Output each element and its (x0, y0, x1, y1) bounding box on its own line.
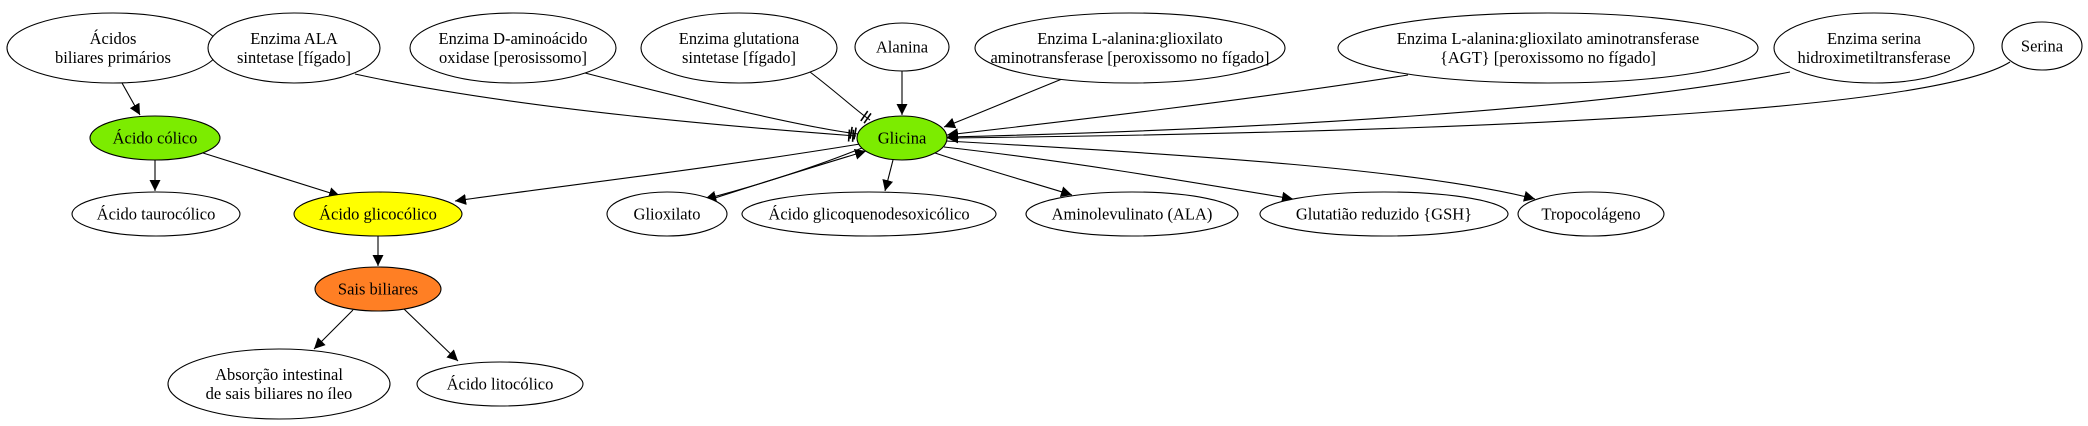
node-label: hidroximetiltransferase (1797, 48, 1950, 67)
node-label: Serina (2021, 37, 2064, 56)
edge-glicina-to-tropocolageno (945, 140, 1536, 202)
node-glutatiao-reduzido: Glutatião reduzido {GSH} (1259, 191, 1509, 237)
node-shape (974, 12, 1286, 84)
edge-enzima-serina-hidroximetiltransferase-to-glicina (946, 71, 1791, 143)
node-label: sintetase [fígado] (237, 48, 351, 67)
node-enzima-agt: Enzima L-alanina:glioxilato aminotransfe… (1337, 12, 1759, 84)
edge-serina-to-glicina (946, 61, 2011, 144)
node-shape (1517, 191, 1665, 237)
node-label: Enzima L-alanina:glioxilato (1037, 29, 1223, 48)
node-label: Enzima glutationa (679, 29, 800, 48)
edge-enzima-glutationa-sintetase-to-glicina (809, 71, 871, 121)
node-shape (314, 266, 442, 312)
node-shape (293, 191, 463, 237)
edge-acidos-biliares-primarios-to-acido-colico (121, 82, 141, 116)
node-label: Glioxilato (634, 205, 701, 224)
node-label: Aminolevulinato (ALA) (1052, 205, 1213, 224)
node-shape (409, 12, 617, 84)
node-aminolevulinato: Aminolevulinato (ALA) (1025, 191, 1239, 237)
node-shape (207, 12, 381, 84)
edge-glicina-to-aminolevulinato (934, 152, 1073, 198)
edge-sais-biliares-to-acido-litocolico (403, 308, 459, 362)
tee-marker (847, 129, 855, 142)
node-shape (1337, 12, 1759, 84)
node-label: biliares primários (55, 48, 171, 67)
edge-enzima-ala-sintetase-to-glicina (354, 73, 857, 137)
edge-acido-colico-to-acido-glicocolico (202, 152, 341, 198)
edge-enzima-d-aminoacido-oxidase-to-glicina (584, 72, 859, 135)
edge-glicina-to-glutatiao-reduzido (943, 146, 1294, 203)
node-label: aminotransferase [peroxissomo no fígado] (990, 48, 1269, 67)
node-shape (741, 191, 997, 237)
edge-enzima-agt-to-glicina (946, 74, 1409, 140)
node-shape (606, 191, 728, 237)
node-glicina: Glicina (856, 115, 948, 161)
node-shape (854, 22, 950, 72)
node-shape (89, 115, 221, 161)
node-tropocolageno: Tropocolágeno (1517, 191, 1665, 237)
node-label: oxidase [perosissomo] (439, 48, 587, 67)
node-label: Ácido glicocólico (319, 205, 437, 224)
node-shape (856, 115, 948, 161)
node-shape (71, 191, 241, 237)
tee-marker (860, 110, 872, 124)
tee-marker (849, 126, 857, 140)
node-label: Ácido taurocólico (97, 205, 216, 224)
node-shape (416, 361, 584, 407)
node-sais-biliares: Sais biliares (314, 266, 442, 312)
node-label: {AGT} [peroxissomo no fígado] (1440, 48, 1656, 67)
node-acido-litocolico: Ácido litocólico (416, 361, 584, 407)
node-shape (640, 12, 838, 84)
node-label: Glicina (878, 129, 927, 148)
node-alanina: Alanina (854, 22, 950, 72)
node-shape (167, 348, 391, 420)
node-label: Absorção intestinal (215, 365, 343, 384)
node-label: Ácido litocólico (447, 375, 554, 394)
node-label: Sais biliares (338, 280, 418, 299)
node-label: Tropocolágeno (1541, 205, 1640, 224)
node-label: Ácidos (90, 29, 137, 48)
edges-layer (121, 61, 2011, 362)
node-label: sintetase [fígado] (682, 48, 796, 67)
node-label: Enzima D-aminoácido (439, 29, 588, 48)
node-label: Glutatião reduzido {GSH} (1296, 205, 1472, 224)
node-serina: Serina (2001, 21, 2083, 71)
node-acido-glicoquenodesoxicolico: Ácido glicoquenodesoxicólico (741, 191, 997, 237)
node-acido-colico: Ácido cólico (89, 115, 221, 161)
edge-enzima-l-alanina-glioxilato-to-glicina (943, 78, 1063, 129)
node-label: Ácido glicoquenodesoxicólico (768, 205, 969, 224)
node-label: Enzima ALA (250, 29, 338, 48)
node-shape (1773, 12, 1975, 84)
node-shape (1259, 191, 1509, 237)
node-label: de sais biliares no íleo (206, 384, 353, 403)
node-glioxilato: Glioxilato (606, 191, 728, 237)
node-label: Enzima serina (1827, 29, 1922, 48)
node-label: Enzima L-alanina:glioxilato aminotransfe… (1397, 29, 1699, 48)
node-shape (2001, 21, 2083, 71)
edge-glicina-to-acido-glicoquenodesoxicolico (882, 159, 894, 192)
node-label: Alanina (876, 38, 929, 57)
edge-glicina-to-acido-glicocolico (454, 143, 861, 205)
edge-sais-biliares-to-absorcao-intestinal (313, 309, 354, 350)
node-acido-glicocolico: Ácido glicocólico (293, 191, 463, 237)
edge-glioxilato-to-glicina (711, 148, 867, 200)
node-acido-taurocolico: Ácido taurocólico (71, 191, 241, 237)
node-label: Ácido cólico (113, 129, 198, 148)
node-enzima-l-alanina-glioxilato: Enzima L-alanina:glioxilatoaminotransfer… (974, 12, 1286, 84)
node-shape (1025, 191, 1239, 237)
